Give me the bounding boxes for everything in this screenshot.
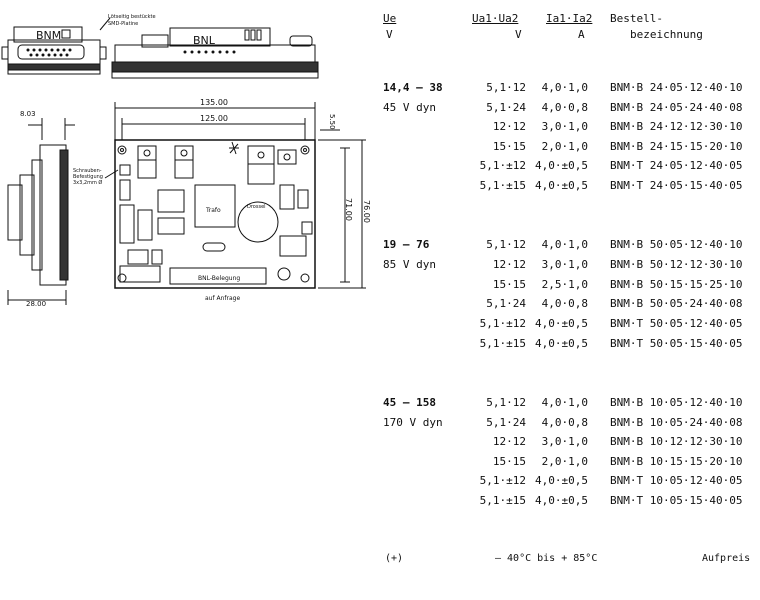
table-cell-ia: 4,0·1,0 bbox=[541, 396, 588, 409]
table-cell-code: BNM·B 24·15·15·20·10 bbox=[610, 140, 743, 153]
footer-aufpreis: Aufpreis bbox=[702, 553, 751, 564]
table-cell-ia: 2,5·1,0 bbox=[541, 278, 588, 291]
bnm-connector-view: BNM bbox=[1, 26, 107, 75]
table-cell-code: BNM·T 10·05·12·40·05 bbox=[610, 474, 743, 487]
table-cell-ua: 5,1·12 bbox=[486, 81, 526, 94]
table-cell-ua: 15·15 bbox=[492, 278, 526, 291]
table-cell-ia: 2,0·1,0 bbox=[541, 140, 588, 153]
table-cell-ua: 15·15 bbox=[492, 455, 526, 468]
dim-height-outer: 76.00 bbox=[362, 200, 371, 223]
header-ia-unit: A bbox=[578, 28, 585, 41]
dim-top-outer: 135.00 bbox=[200, 98, 228, 107]
table-cell-code: BNM·B 24·05·12·40·10 bbox=[610, 81, 743, 94]
table-cell-ia: 4,0·1,0 bbox=[541, 81, 588, 94]
footer-temp-range: – 40°C bis + 85°C bbox=[495, 553, 598, 564]
bnl-connector-view: BNL bbox=[111, 27, 319, 79]
header-ue-unit: V bbox=[386, 28, 393, 41]
table-cell-code: BNM·T 50·05·12·40·05 bbox=[610, 317, 743, 330]
group-2-ue: 19 – 76 bbox=[383, 238, 430, 251]
svg-text:3x3,2mm Ø: 3x3,2mm Ø bbox=[73, 179, 102, 186]
table-cell-ia: 4,0·0,8 bbox=[541, 101, 588, 114]
table-cell-code: BNM·B 50·05·12·40·10 bbox=[610, 238, 743, 251]
bnm-label: BNM bbox=[36, 29, 61, 42]
svg-text:SMD-Platine: SMD-Platine bbox=[108, 21, 138, 27]
trafo-label: Trafo bbox=[205, 207, 221, 214]
header-ua: Ua1·Ua2 bbox=[472, 12, 519, 25]
group-1-ue: 14,4 – 38 bbox=[383, 81, 443, 94]
table-cell-ua: 5,1·24 bbox=[486, 416, 526, 429]
technical-drawing: BNM Lötseitig bestückte SMD-Platine BNL bbox=[1, 14, 371, 308]
auf-anfrage-label: auf Anfrage bbox=[205, 295, 240, 302]
group-2-ue-dyn: 85 V dyn bbox=[383, 258, 436, 271]
table-cell-ua: 5,1·±15 bbox=[479, 494, 526, 507]
dim-height-inner: 71.00 bbox=[344, 198, 353, 221]
table-cell-ua: 5,1·12 bbox=[486, 238, 526, 251]
svg-text:Schrauben-: Schrauben- bbox=[73, 168, 102, 174]
group-3-ue: 45 – 158 bbox=[383, 396, 436, 409]
table-cell-ua: 5,1·12 bbox=[486, 396, 526, 409]
dim-left-small: 8.03 bbox=[20, 110, 36, 118]
svg-text:Lötseitig bestückte: Lötseitig bestückte bbox=[108, 14, 156, 20]
table-cell-ia: 4,0·±0,5 bbox=[535, 474, 588, 487]
header-bestell: Bestell- bbox=[610, 12, 663, 25]
drossel-label: Drossel bbox=[247, 204, 266, 210]
svg-text:Befestigung: Befestigung bbox=[73, 174, 103, 180]
dim-right-small: 5.50 bbox=[328, 114, 336, 130]
table-cell-code: BNM·T 10·05·15·40·05 bbox=[610, 494, 743, 507]
table-cell-ua: 5,1·±15 bbox=[479, 337, 526, 350]
table-cell-code: BNM·B 50·12·12·30·10 bbox=[610, 258, 743, 271]
group-1-ue-dyn: 45 V dyn bbox=[383, 101, 436, 114]
table-cell-code: BNM·T 50·05·15·40·05 bbox=[610, 337, 743, 350]
dim-top-inner: 125.00 bbox=[200, 114, 228, 123]
table-cell-ua: 15·15 bbox=[492, 140, 526, 153]
table-cell-code: BNM·B 50·05·24·40·08 bbox=[610, 297, 743, 310]
header-ua-unit: V bbox=[515, 28, 522, 41]
table-cell-ia: 2,0·1,0 bbox=[541, 455, 588, 468]
table-cell-code: BNM·B 10·12·12·30·10 bbox=[610, 435, 743, 448]
bnl-label: BNL bbox=[193, 34, 216, 47]
footer-mark: (+) bbox=[385, 553, 404, 564]
group-3-ue-dyn: 170 V dyn bbox=[383, 416, 443, 429]
table-cell-ia: 4,0·0,8 bbox=[541, 416, 588, 429]
table-cell-ia: 4,0·±0,5 bbox=[535, 159, 588, 172]
header-ia: Ia1·Ia2 bbox=[546, 12, 593, 25]
board-top-view: 135.00 125.00 5.50 71.00 76.00 bbox=[114, 98, 371, 302]
table-cell-ua: 5,1·±12 bbox=[479, 159, 526, 172]
table-cell-ia: 4,0·±0,5 bbox=[535, 179, 588, 192]
bnl-belegung-label: BNL-Belegung bbox=[198, 275, 240, 282]
header-ue: Ue bbox=[383, 12, 397, 25]
screw-note: Schrauben- Befestigung 3x3,2mm Ø bbox=[73, 168, 119, 186]
table-cell-code: BNM·T 24·05·12·40·05 bbox=[610, 159, 743, 172]
table-cell-ia: 4,0·±0,5 bbox=[535, 317, 588, 330]
table-cell-code: BNM·T 24·05·15·40·05 bbox=[610, 179, 743, 192]
table-cell-code: BNM·B 50·15·15·25·10 bbox=[610, 278, 743, 291]
side-view: 8.03 28.00 bbox=[7, 110, 75, 308]
table-cell-ia: 4,0·±0,5 bbox=[535, 337, 588, 350]
table-cell-ia: 3,0·1,0 bbox=[541, 258, 588, 271]
table-cell-ia: 4,0·0,8 bbox=[541, 297, 588, 310]
table-cell-ua: 5,1·±15 bbox=[479, 179, 526, 192]
dim-bottom-left: 28.00 bbox=[26, 300, 46, 308]
table-cell-code: BNM·B 24·12·12·30·10 bbox=[610, 120, 743, 133]
table-cell-ua: 5,1·24 bbox=[486, 297, 526, 310]
table-cell-code: BNM·B 10·15·15·20·10 bbox=[610, 455, 743, 468]
table-cell-ua: 12·12 bbox=[492, 258, 526, 271]
table-cell-ua: 12·12 bbox=[492, 120, 526, 133]
table-cell-ia: 3,0·1,0 bbox=[541, 120, 588, 133]
table-cell-code: BNM·B 24·05·24·40·08 bbox=[610, 101, 743, 114]
table-cell-ia: 4,0·1,0 bbox=[541, 238, 588, 251]
table-cell-ia: 4,0·±0,5 bbox=[535, 494, 588, 507]
top-note: Lötseitig bestückte SMD-Platine bbox=[99, 14, 156, 31]
table-cell-code: BNM·B 10·05·24·40·08 bbox=[610, 416, 743, 429]
table-cell-ua: 12·12 bbox=[492, 435, 526, 448]
table-cell-ua: 5,1·±12 bbox=[479, 317, 526, 330]
header-bezeichnung: bezeichnung bbox=[630, 28, 703, 41]
table-cell-ua: 5,1·24 bbox=[486, 101, 526, 114]
table-cell-code: BNM·B 10·05·12·40·10 bbox=[610, 396, 743, 409]
table-cell-ua: 5,1·±12 bbox=[479, 474, 526, 487]
table-cell-ia: 3,0·1,0 bbox=[541, 435, 588, 448]
